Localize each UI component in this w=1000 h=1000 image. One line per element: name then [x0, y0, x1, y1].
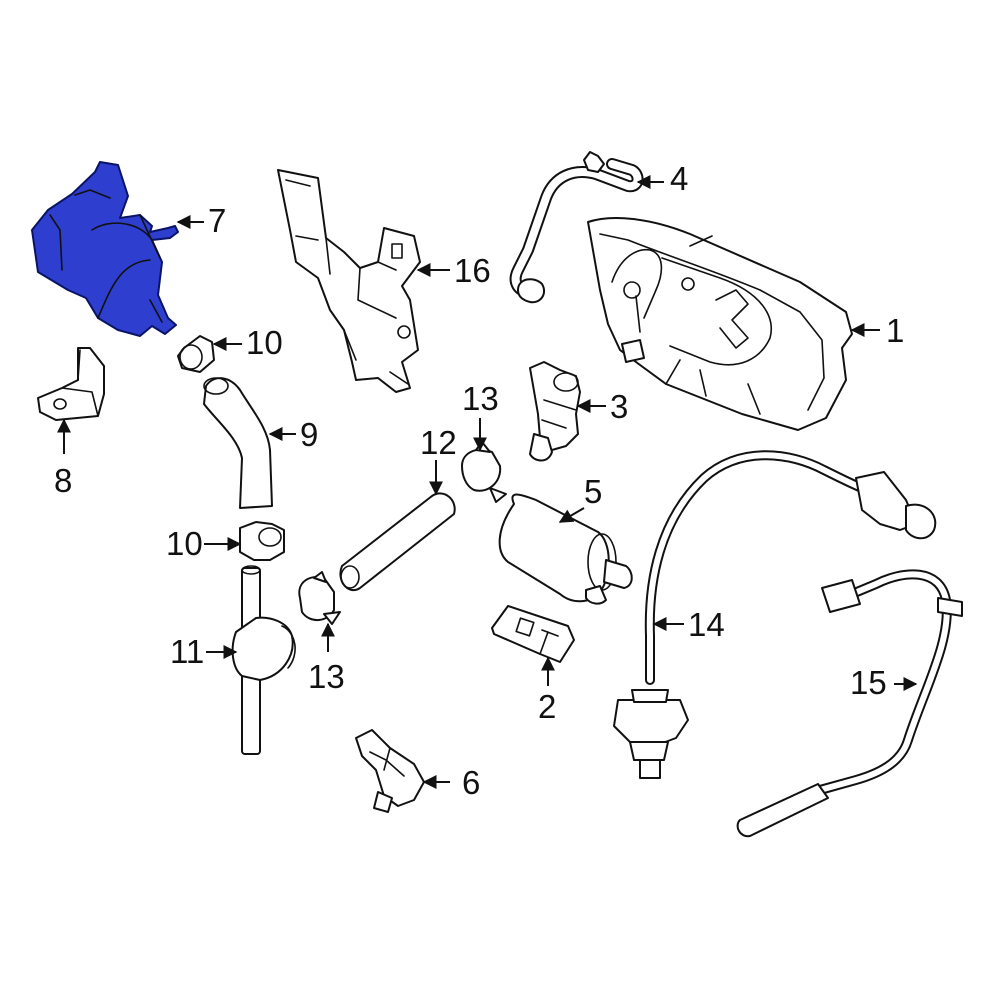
callout-7: 7 [208, 202, 226, 239]
callout-13-upper: 13 [462, 380, 499, 417]
part-10-clamp-upper[interactable] [177, 335, 215, 373]
callout-14: 14 [688, 606, 725, 643]
part-16-bracket[interactable] [277, 169, 421, 393]
part-10-clamp-lower[interactable] [239, 521, 285, 561]
part-1-canister[interactable] [587, 217, 853, 431]
part-13-clamp-upper[interactable] [461, 441, 507, 503]
callout-8: 8 [54, 462, 72, 499]
callout-1: 1 [886, 312, 904, 349]
part-12-hose[interactable] [339, 492, 456, 591]
callout-2: 2 [538, 688, 556, 725]
part-8-bracket[interactable] [37, 347, 105, 421]
part-15-oxygen-sensor[interactable] [736, 569, 963, 838]
part-5-canister[interactable] [498, 493, 633, 605]
callout-10-upper: 10 [246, 324, 283, 361]
callout-5: 5 [584, 473, 602, 510]
leader-lines [57, 175, 918, 789]
part-13-clamp-lower[interactable] [298, 571, 341, 625]
callout-11: 11 [170, 633, 204, 670]
callout-4: 4 [670, 160, 688, 197]
part-2-bracket[interactable] [491, 605, 575, 663]
part-6-sensor[interactable] [355, 729, 425, 813]
part-7-purge-valve-highlighted[interactable] [31, 161, 179, 337]
callout-15: 15 [850, 664, 887, 701]
callout-12: 12 [420, 424, 457, 461]
callout-3: 3 [610, 388, 628, 425]
callout-10-lower: 10 [166, 525, 203, 562]
callout-9: 9 [300, 416, 318, 453]
callout-6: 6 [462, 764, 480, 801]
part-11-tube-assembly[interactable] [231, 565, 296, 755]
callout-labels: 1 2 3 4 5 6 7 8 9 10 10 11 12 13 13 14 1… [54, 160, 904, 801]
part-9-hose[interactable] [203, 377, 273, 509]
callout-13-lower: 13 [308, 658, 345, 695]
callout-16: 16 [454, 252, 491, 289]
part-14-oxygen-sensor[interactable] [613, 450, 937, 779]
part-3-valve[interactable] [529, 361, 581, 462]
